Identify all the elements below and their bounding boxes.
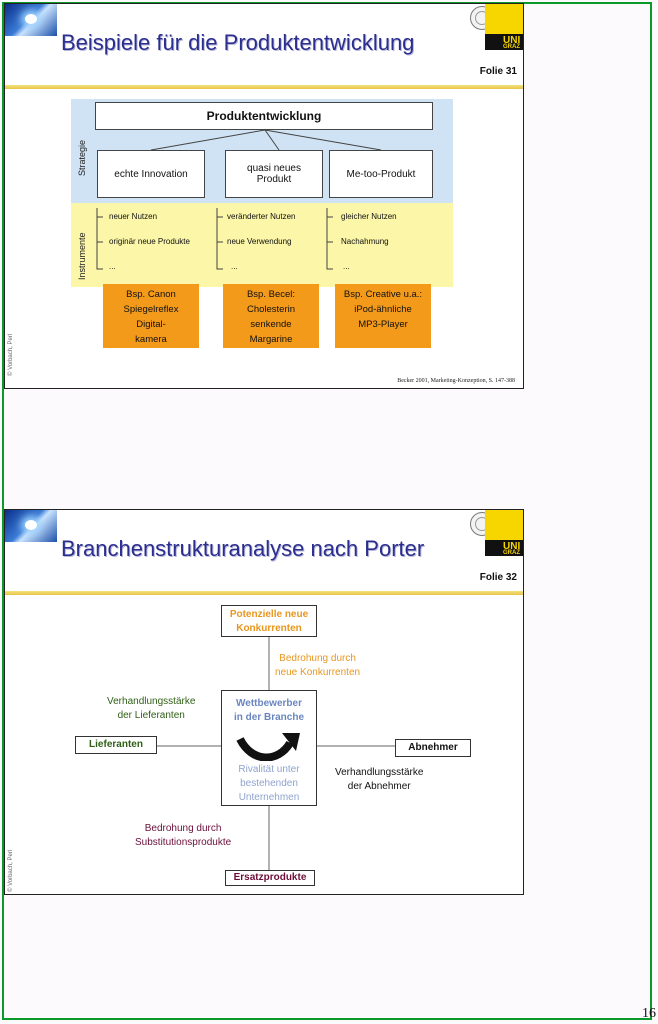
strategy-box-3: Me-too-Produkt (329, 150, 433, 198)
ersatzprodukte-box: Ersatzprodukte (225, 870, 315, 886)
folie-number: Folie 31 (479, 66, 517, 77)
instrument-1-1: neuer Nutzen (109, 212, 158, 221)
source-citation: Becker 2001, Marketing-Konzeption, S. 14… (397, 378, 515, 384)
copyright-note: © Vorbach, Perl (8, 849, 14, 892)
slide-title: Beispiele für die Produktentwicklung (61, 30, 415, 55)
header-logo-image (5, 4, 57, 36)
instrumente-band (71, 203, 453, 287)
folie-number: Folie 32 (479, 572, 517, 583)
slide-title: Branchenstrukturanalyse nach Porter (61, 536, 425, 561)
header-logo-image (5, 510, 57, 542)
page-number: 16 (642, 1006, 656, 1021)
instrument-2-1: veränderter Nutzen (227, 212, 296, 221)
produktentwicklung-box: Produktentwicklung (95, 102, 433, 130)
strategy-box-1: echte Innovation (97, 150, 205, 198)
instrument-1-2: originär neue Produkte (109, 237, 190, 246)
header-rule (5, 85, 523, 89)
strategy-box-2: quasi neues Produkt (225, 150, 323, 198)
rivalry-arrow-icon (236, 733, 300, 761)
copyright-note: © Vorbach, Perl (8, 333, 14, 376)
instrument-3-3: ... (343, 262, 350, 271)
lieferanten-box: Lieferanten (75, 736, 157, 754)
instrument-3-2: Nachahmung (341, 237, 389, 246)
instrument-2-2: neue Verwendung (227, 237, 292, 246)
tree-connectors (96, 129, 382, 270)
instrument-1-3: ... (109, 262, 116, 271)
porter-connectors (157, 637, 395, 870)
abnehmer-box: Abnehmer (395, 739, 471, 757)
instrument-2-3: ... (231, 262, 238, 271)
slide-31: Beispiele für die Produktentwicklung UNI… (4, 3, 524, 389)
header-rule (5, 591, 523, 595)
instrument-3-1: gleicher Nutzen (341, 212, 397, 221)
